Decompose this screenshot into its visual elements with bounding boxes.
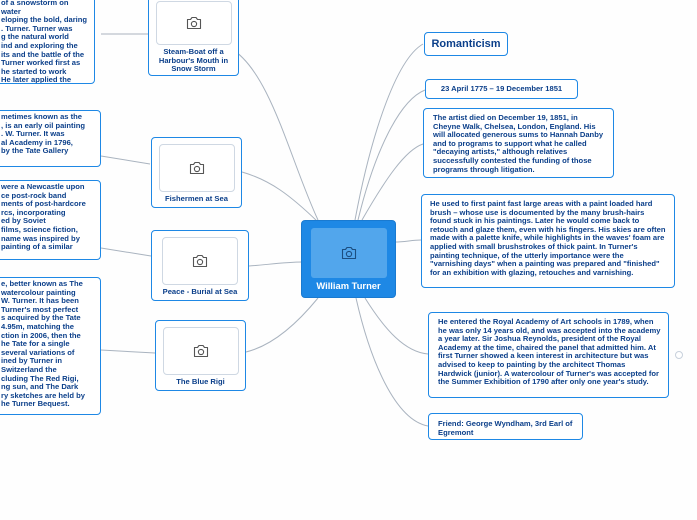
node-friend[interactable]: Friend: George Wyndham, 3rd Earl of Egre… <box>428 413 583 440</box>
note-fishermen-text: metimes known as the , is an early oil p… <box>1 112 85 156</box>
node-academy[interactable]: He entered the Royal Academy of Art scho… <box>428 312 669 398</box>
node-caption: Steam-Boat off a Harbour's Mouth in Snow… <box>158 47 229 74</box>
link-romanticism <box>354 43 424 221</box>
camera-icon <box>193 344 209 358</box>
camera-icon <box>186 16 202 30</box>
link-peace <box>248 261 303 267</box>
node-dates[interactable]: 23 April 1775 – 19 December 1851 <box>425 79 578 99</box>
node-caption: Fishermen at Sea <box>165 194 228 203</box>
link-death <box>361 143 424 221</box>
note-steam-boat-text: of a snowstorm on water eloping the bold… <box>1 0 88 84</box>
collapse-handle[interactable] <box>675 351 683 359</box>
image-placeholder <box>156 1 232 45</box>
node-technique[interactable]: He used to first paint fast large areas … <box>421 194 675 288</box>
node-death-text: The artist died on December 19, 1851, in… <box>433 113 604 174</box>
link-steam-boat <box>229 47 319 221</box>
topic-romanticism-label: Romanticism <box>431 38 501 50</box>
link-technique <box>394 239 422 243</box>
camera-icon <box>341 246 357 260</box>
note-blue-rigi-text: e, better known as The watercolour paint… <box>1 279 85 409</box>
node-peace[interactable]: Peace - Burial at Sea <box>151 230 249 301</box>
note-fishermen[interactable]: metimes known as the , is an early oil p… <box>0 110 101 167</box>
topic-romanticism[interactable]: Romanticism <box>424 32 508 56</box>
link-note-3 <box>100 247 152 257</box>
link-academy <box>364 297 429 355</box>
note-peace-text: were a Newcastle upon ce post-rock band … <box>1 182 86 252</box>
node-technique-text: He used to first paint fast large areas … <box>430 199 666 277</box>
node-caption: Peace - Burial at Sea <box>162 287 238 296</box>
link-blue-rigi <box>245 297 319 353</box>
note-peace[interactable]: were a Newcastle upon ce post-rock band … <box>0 180 101 260</box>
image-placeholder <box>162 237 238 285</box>
node-blue-rigi[interactable]: The Blue Rigi <box>155 320 246 391</box>
camera-icon <box>189 161 205 175</box>
link-fishermen <box>241 171 319 223</box>
node-caption: The Blue Rigi <box>176 377 225 386</box>
image-placeholder <box>163 327 239 375</box>
camera-icon <box>192 254 208 268</box>
image-placeholder <box>159 144 235 192</box>
link-note-2 <box>100 155 151 165</box>
central-node[interactable]: William Turner <box>301 220 396 298</box>
node-death[interactable]: The artist died on December 19, 1851, in… <box>423 108 614 178</box>
central-title: William Turner <box>316 280 381 291</box>
node-dates-text: 23 April 1775 – 19 December 1851 <box>440 83 563 93</box>
node-academy-text: He entered the Royal Academy of Art scho… <box>438 317 661 387</box>
link-note-4 <box>100 349 156 354</box>
note-steam-boat[interactable]: of a snowstorm on water eloping the bold… <box>0 0 95 84</box>
node-friend-text: Friend: George Wyndham, 3rd Earl of Egre… <box>438 419 573 437</box>
node-fishermen[interactable]: Fishermen at Sea <box>151 137 242 208</box>
link-dates <box>357 89 426 221</box>
node-steam-boat[interactable]: Steam-Boat off a Harbour's Mouth in Snow… <box>148 0 239 76</box>
central-image-placeholder <box>311 228 387 278</box>
link-friend <box>355 297 429 427</box>
note-blue-rigi[interactable]: e, better known as The watercolour paint… <box>0 277 101 415</box>
